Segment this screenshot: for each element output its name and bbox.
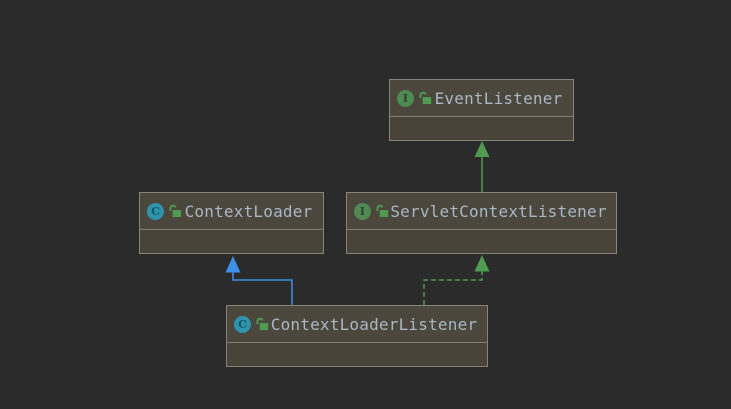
arrowhead-up-green [474, 141, 490, 157]
node-body [347, 229, 616, 253]
uml-node-eventlistener[interactable]: I EventListener [389, 79, 574, 141]
node-title: ContextLoaderListener [270, 314, 478, 334]
edge-servletcontextlistener-extends-eventlistener [474, 141, 490, 192]
edge-contextloaderlistener-extends-contextloader [225, 256, 293, 305]
node-header: C ContextLoaderListener [227, 306, 487, 342]
node-body [227, 342, 487, 366]
node-header: I EventListener [390, 80, 573, 116]
arrowhead-up-green [474, 255, 490, 272]
node-header: I ServletContextListener [347, 193, 616, 229]
node-title: ServletContextListener [390, 201, 607, 221]
node-title: EventListener [434, 88, 563, 108]
edge-contextloaderlistener-implements-servletcontextlistener [423, 255, 490, 305]
interface-icon: I [354, 202, 371, 220]
uml-node-contextloaderlistener[interactable]: C ContextLoaderListener [226, 305, 488, 367]
class-icon: C [147, 202, 164, 220]
interface-icon: I [397, 89, 414, 107]
node-body [140, 229, 323, 253]
unlocked-icon [419, 91, 432, 105]
node-title: ContextLoader [184, 201, 313, 221]
node-body [390, 116, 573, 140]
unlocked-icon [256, 317, 269, 331]
uml-node-servletcontextlistener[interactable]: I ServletContextListener [346, 192, 617, 254]
node-header: C ContextLoader [140, 193, 323, 229]
unlocked-icon [376, 204, 389, 218]
class-icon: C [234, 315, 251, 333]
unlocked-icon [169, 204, 182, 218]
arrowhead-up-blue [225, 256, 241, 273]
uml-node-contextloader[interactable]: C ContextLoader [139, 192, 324, 254]
